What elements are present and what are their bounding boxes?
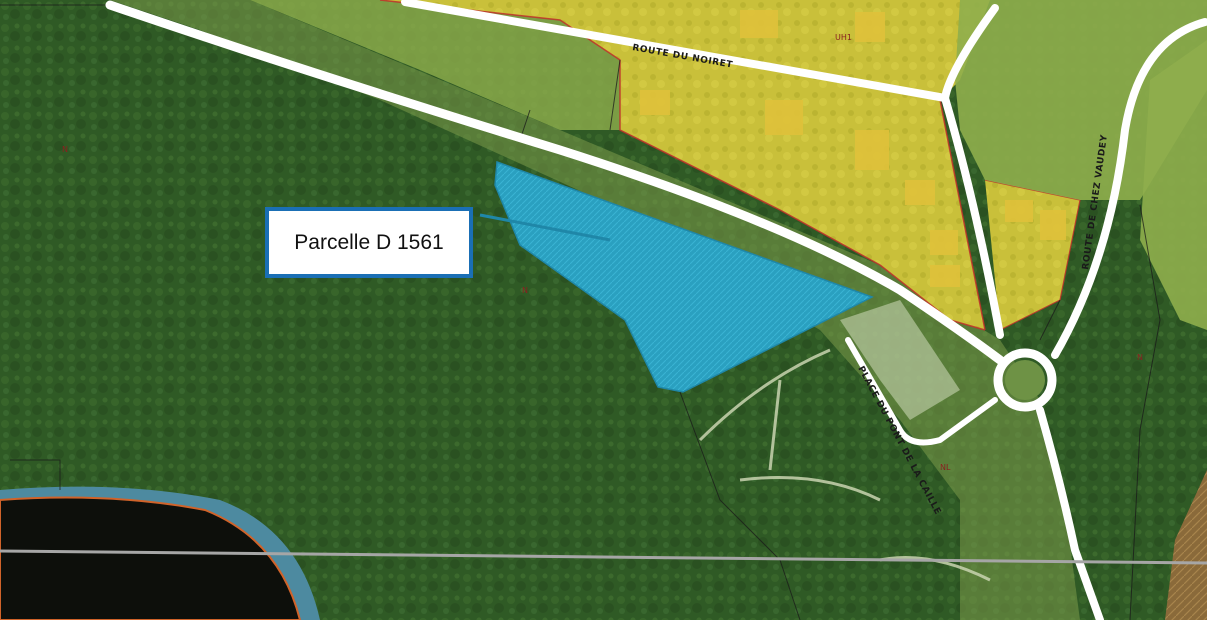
parcel-lines — [0, 4, 1161, 620]
parcel-callout-label: Parcelle D 1561 — [294, 230, 444, 254]
hatched-zone — [1165, 470, 1207, 620]
scan-line — [0, 549, 1207, 565]
lake — [0, 496, 302, 620]
callout-pointer — [479, 213, 611, 242]
roundabout-center — [1005, 360, 1045, 400]
roundabout — [993, 348, 1057, 412]
parcel-callout: Parcelle D 1561 — [265, 207, 473, 278]
zone-label-nl: NL — [940, 463, 951, 472]
parking-area — [840, 300, 960, 420]
zone-label-uh1: UH1 — [835, 33, 852, 42]
zone-label-n-east: N — [1137, 353, 1143, 362]
buildings — [640, 10, 1066, 287]
zone-label-n-west: N — [62, 145, 68, 154]
road-network — [105, 0, 1207, 620]
parcel-d1561[interactable] — [494, 160, 874, 393]
meadow-zone — [250, 0, 620, 130]
meadow-east — [955, 0, 1207, 200]
zone-label-n-center: N — [522, 286, 528, 295]
